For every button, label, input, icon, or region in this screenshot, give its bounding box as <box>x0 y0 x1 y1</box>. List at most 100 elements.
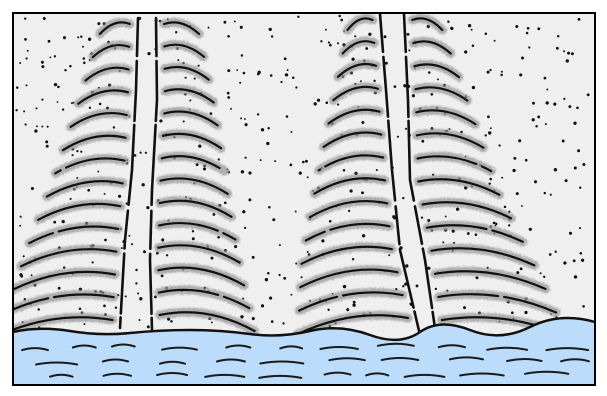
sand-speck <box>487 71 490 74</box>
sand-speck <box>553 103 556 106</box>
sand-speck <box>240 26 243 29</box>
sand-speck <box>321 239 324 242</box>
sand-speck <box>270 74 273 77</box>
sand-speck <box>125 295 127 297</box>
sand-speck <box>346 308 349 311</box>
sand-speck <box>519 73 522 76</box>
sand-speck <box>83 323 85 325</box>
sand-speck <box>360 80 362 82</box>
sand-speck <box>543 276 545 278</box>
sand-speck <box>198 65 200 67</box>
sand-speck <box>527 27 530 30</box>
sand-speck <box>83 62 86 65</box>
sand-speck <box>445 216 447 218</box>
sand-speck <box>307 176 309 178</box>
sand-speck <box>468 24 471 27</box>
sand-speck <box>285 73 288 76</box>
sand-speck <box>41 126 43 128</box>
sand-speck <box>244 118 246 120</box>
sand-speck <box>402 197 404 199</box>
sand-speck <box>185 77 187 79</box>
sand-speck <box>242 210 245 213</box>
sand-speck <box>46 145 49 148</box>
sand-speck <box>140 152 142 154</box>
sand-speck <box>513 157 516 160</box>
sand-speck <box>567 52 570 55</box>
sand-speck <box>227 96 230 99</box>
sand-speck <box>577 149 580 152</box>
sand-speck <box>53 221 56 224</box>
sand-speck <box>128 235 130 237</box>
sand-speck <box>19 225 21 227</box>
sand-speck <box>529 228 532 231</box>
sand-speck <box>72 154 74 156</box>
sand-speck <box>550 194 552 196</box>
sand-speck <box>501 177 503 179</box>
sand-speck <box>314 102 317 105</box>
sand-speck <box>49 57 51 59</box>
sand-speck <box>139 297 142 300</box>
sand-speck <box>34 129 37 132</box>
sand-speck <box>248 198 251 201</box>
sand-speck <box>257 113 259 115</box>
sand-speck <box>76 177 78 179</box>
sand-speck <box>573 259 576 262</box>
sand-speck <box>284 57 287 60</box>
sand-speck <box>518 139 521 142</box>
sand-speck <box>463 306 466 309</box>
sand-speck <box>421 216 423 218</box>
sand-speck <box>365 47 368 50</box>
sand-speck <box>69 65 72 68</box>
sand-speck <box>524 311 527 314</box>
sand-speck <box>134 154 137 157</box>
sand-speck <box>435 288 437 290</box>
sand-speck <box>430 93 433 96</box>
sand-speck <box>41 65 44 68</box>
sand-speck <box>211 257 214 260</box>
sand-speck <box>299 171 302 174</box>
sand-speck <box>258 71 261 74</box>
sand-speck <box>402 285 404 287</box>
sand-speck <box>351 58 354 61</box>
sand-speck <box>489 69 491 71</box>
sand-speck <box>582 163 585 166</box>
sand-speck <box>227 92 230 95</box>
sand-speck <box>587 93 590 96</box>
sand-speck <box>239 82 241 84</box>
sand-speck <box>170 320 173 323</box>
sand-speck <box>83 57 86 60</box>
sand-speck <box>565 179 568 182</box>
sand-speck <box>244 157 246 159</box>
sand-speck <box>161 275 164 278</box>
sand-speck <box>272 218 275 221</box>
sand-speck <box>269 297 272 300</box>
sand-speck <box>279 244 281 246</box>
sand-speck <box>240 117 242 119</box>
sand-speck <box>240 315 243 318</box>
sand-speck <box>267 272 270 275</box>
sand-speck <box>516 271 519 274</box>
sand-speck <box>80 36 82 38</box>
sand-speck <box>511 311 514 314</box>
sand-speck <box>104 239 107 242</box>
sand-speck <box>57 86 60 89</box>
sand-speck <box>361 121 364 124</box>
sand-speck <box>574 166 577 169</box>
sand-speck <box>82 46 84 48</box>
sand-speck <box>549 253 552 256</box>
sand-speck <box>568 105 571 108</box>
sand-speck <box>62 108 64 110</box>
sand-speck <box>540 272 542 274</box>
sand-speck <box>31 274 33 276</box>
sand-speck <box>243 72 246 75</box>
sand-speck <box>76 150 78 152</box>
sand-speck <box>421 140 424 143</box>
sand-speck <box>337 103 339 105</box>
sand-speck <box>563 98 565 100</box>
sand-speck <box>385 62 388 65</box>
sand-speck <box>580 252 583 255</box>
sand-speck <box>412 94 415 97</box>
sand-speck <box>535 125 538 128</box>
sand-speck <box>115 306 117 308</box>
